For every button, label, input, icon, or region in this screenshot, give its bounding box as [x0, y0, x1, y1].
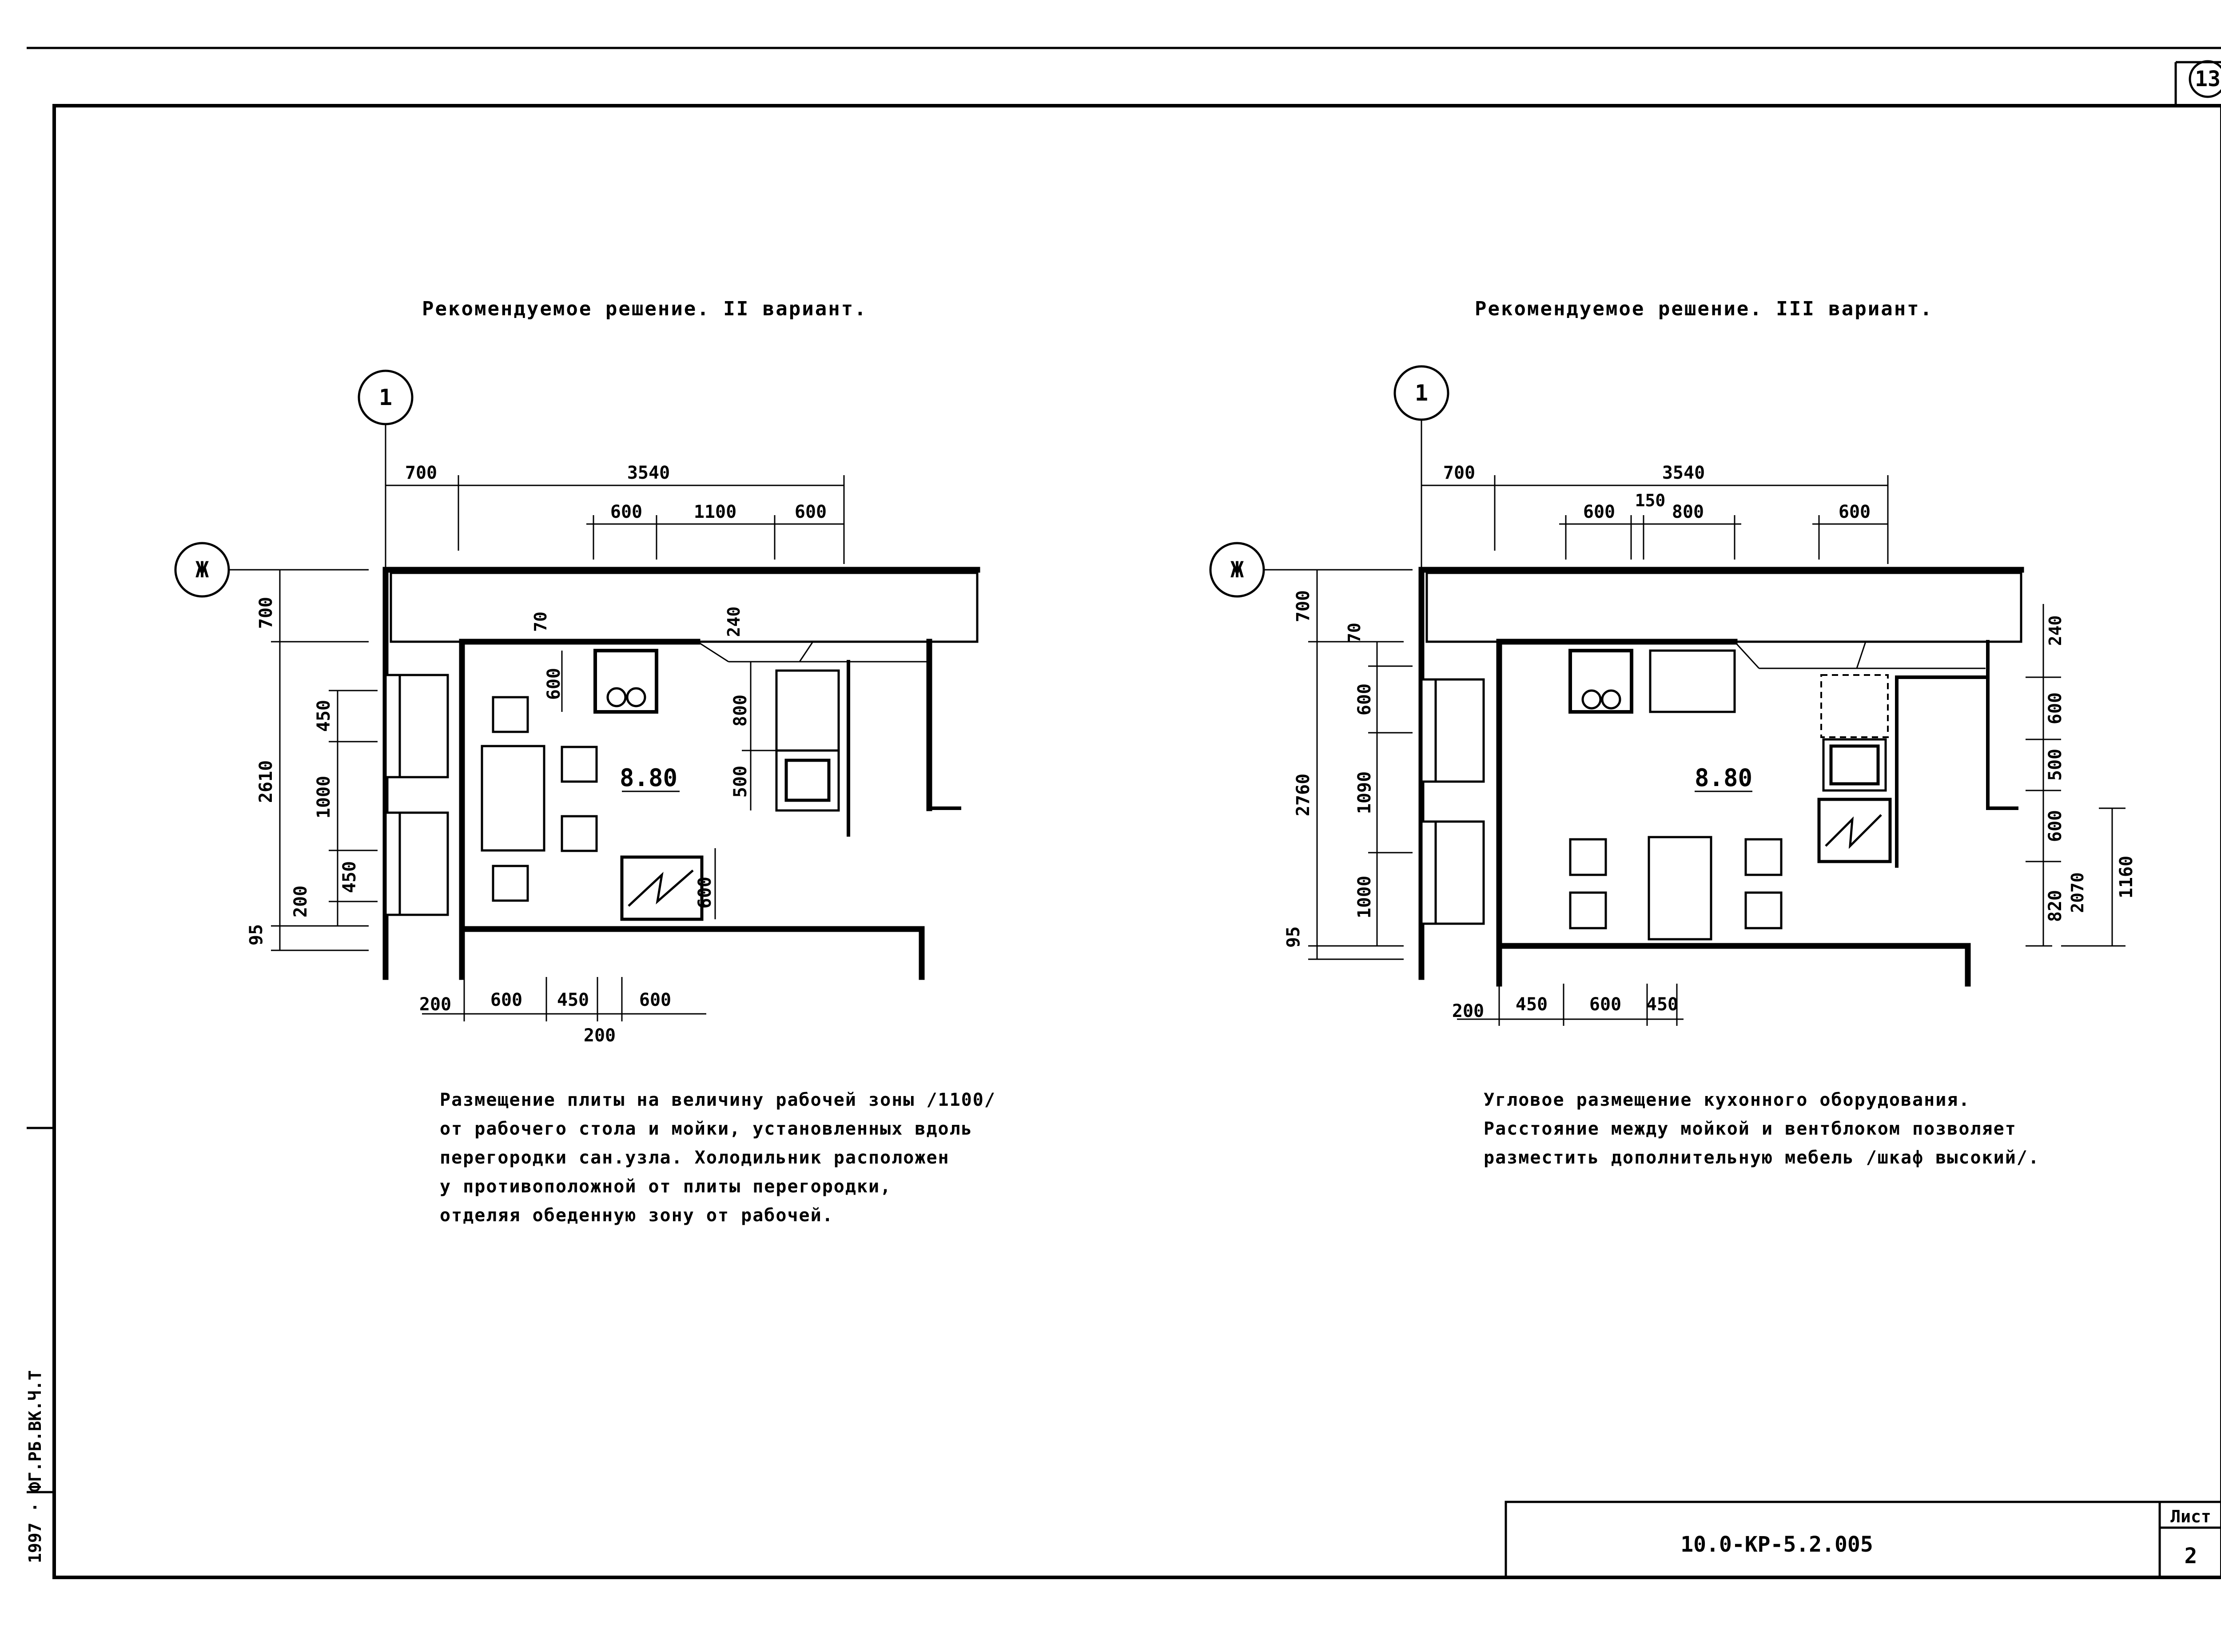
v3-dim-right-240: 240 [2046, 616, 2065, 646]
v2-dim-left-700: 700 [256, 597, 276, 629]
sheet-frame: 13 1997 · ФГ.РБ.ВК.Ч.Т [25, 47, 2221, 1579]
margin-note: 1997 · ФГ.РБ.ВК.Ч.Т [25, 1370, 45, 1563]
v3-dim-bottom-200: 200 [1452, 1001, 1484, 1021]
v2-desc-line-2: от рабочего стола и мойки, установленных… [440, 1119, 973, 1139]
v3-dim-left-2760: 2760 [1293, 774, 1313, 816]
v2-dim-left-450b: 450 [339, 861, 360, 893]
v3-desc-line-2: Расстояние между мойкой и вентблоком поз… [1484, 1119, 2017, 1139]
v2-dim-inner-70: 70 [531, 612, 550, 632]
v2-desc-line-1: Размещение плиты на величину рабочей зон… [440, 1090, 996, 1110]
v2-dim-bottom-450: 450 [557, 990, 589, 1010]
variant2-axis-col-marker [358, 369, 414, 425]
stamp-label: Лист [2170, 1507, 2211, 1526]
title-block: Лист 2 10.0-КР-5.2.005 [1505, 1501, 2221, 1579]
variant2-axis-row: Ж [195, 557, 209, 583]
variant2-plan: Рекомендуемое решение. II вариант. 1 Ж 7… [174, 298, 996, 1226]
v3-dim-bottom-450b: 450 [1646, 994, 1678, 1015]
v2-dim-600a: 600 [610, 502, 642, 522]
v2-dim-left-1000: 1000 [314, 776, 334, 818]
v2-dim-3540: 3540 [627, 463, 670, 483]
v3-dim-600b: 600 [1839, 502, 1871, 522]
v2-dim-600b: 600 [795, 502, 827, 522]
v2-dim-inner-500: 500 [730, 766, 751, 798]
v2-dim-bottom-600a: 600 [490, 990, 522, 1010]
v3-desc-line-3: разместить дополнительную мебель /шкаф в… [1484, 1148, 2040, 1168]
v2-dim-700: 700 [405, 463, 437, 483]
v3-dim-bottom-600: 600 [1589, 994, 1621, 1015]
v2-dim-left-200: 200 [291, 886, 311, 917]
v3-dim-left-70: 70 [1345, 623, 1364, 643]
v2-dim-left-95: 95 [246, 924, 267, 945]
variant2-axis-row-marker [174, 542, 230, 598]
v3-dim-700: 700 [1443, 463, 1475, 483]
variant3-axis-col: 1 [1415, 380, 1428, 406]
v3-dim-150: 150 [1635, 491, 1666, 510]
variant2-axis-col: 1 [379, 385, 392, 410]
page-number: 13 [2195, 67, 2221, 91]
v2-desc-line-3: перегородки сан.узла. Холодильник распол… [440, 1148, 950, 1168]
v3-area: 8.80 [1695, 764, 1752, 792]
v3-dim-left-95: 95 [1283, 926, 1304, 948]
variant3-axis-row: Ж [1230, 557, 1244, 583]
v3-dim-right-600: 600 [2045, 692, 2066, 724]
v3-dim-right-2070: 2070 [2068, 872, 2087, 913]
v2-dim-inner-600: 600 [544, 668, 564, 700]
v2-dim-inner-800: 800 [730, 695, 751, 727]
v2-dim-bottom-200: 200 [419, 994, 451, 1015]
variant3-axis-row-marker [1209, 542, 1265, 598]
v2-dim-inner-240: 240 [724, 607, 744, 637]
v2-dim-1100: 1100 [694, 502, 736, 522]
v3-dim-3540: 3540 [1662, 463, 1705, 483]
variant2-title: Рекомендуемое решение. II вариант. [422, 298, 868, 320]
v3-dim-right-820: 820 [2045, 890, 2066, 922]
v2-dim-left-2610: 2610 [256, 760, 276, 803]
v3-dim-right-600b: 600 [2045, 810, 2066, 842]
variant3-axis-col-marker [1393, 365, 1449, 421]
variant3-title: Рекомендуемое решение. III вариант. [1475, 298, 1933, 320]
v3-desc-line-1: Угловое размещение кухонного оборудовани… [1484, 1090, 1970, 1110]
variant2-description: Размещение плиты на величину рабочей зон… [440, 1090, 996, 1226]
v3-dim-600a: 600 [1583, 502, 1615, 522]
variant3-description: Угловое размещение кухонного оборудовани… [1484, 1090, 2040, 1168]
v2-desc-line-4: у противоположной от плиты перегородки, [440, 1176, 892, 1197]
v2-dim-bottom-200b: 200 [584, 1025, 616, 1046]
v3-dim-left-1000: 1000 [1354, 876, 1375, 918]
v2-dim-bottom-600b: 600 [639, 990, 671, 1010]
v3-dim-right-500: 500 [2045, 749, 2066, 781]
v3-dim-left-600: 600 [1354, 683, 1375, 715]
v3-dim-right-1160: 1160 [2116, 856, 2137, 898]
v2-desc-line-5: отделяя обеденную зону от рабочей. [440, 1205, 834, 1226]
v3-dim-bottom-450a: 450 [1516, 994, 1548, 1015]
v3-dim-left-1090: 1090 [1354, 771, 1375, 814]
v3-dim-left-700: 700 [1293, 590, 1313, 622]
document-code: 10.0-КР-5.2.005 [1680, 1532, 1873, 1557]
v2-dim-inner-600b: 600 [695, 877, 715, 909]
v2-area: 8.80 [620, 764, 677, 792]
v3-dim-800: 800 [1672, 502, 1704, 522]
variant3-plan: Рекомендуемое решение. III вариант. 1 Ж … [1209, 298, 2137, 1168]
v2-dim-left-450a: 450 [314, 700, 334, 732]
stamp-number: 2 [2185, 1544, 2197, 1569]
